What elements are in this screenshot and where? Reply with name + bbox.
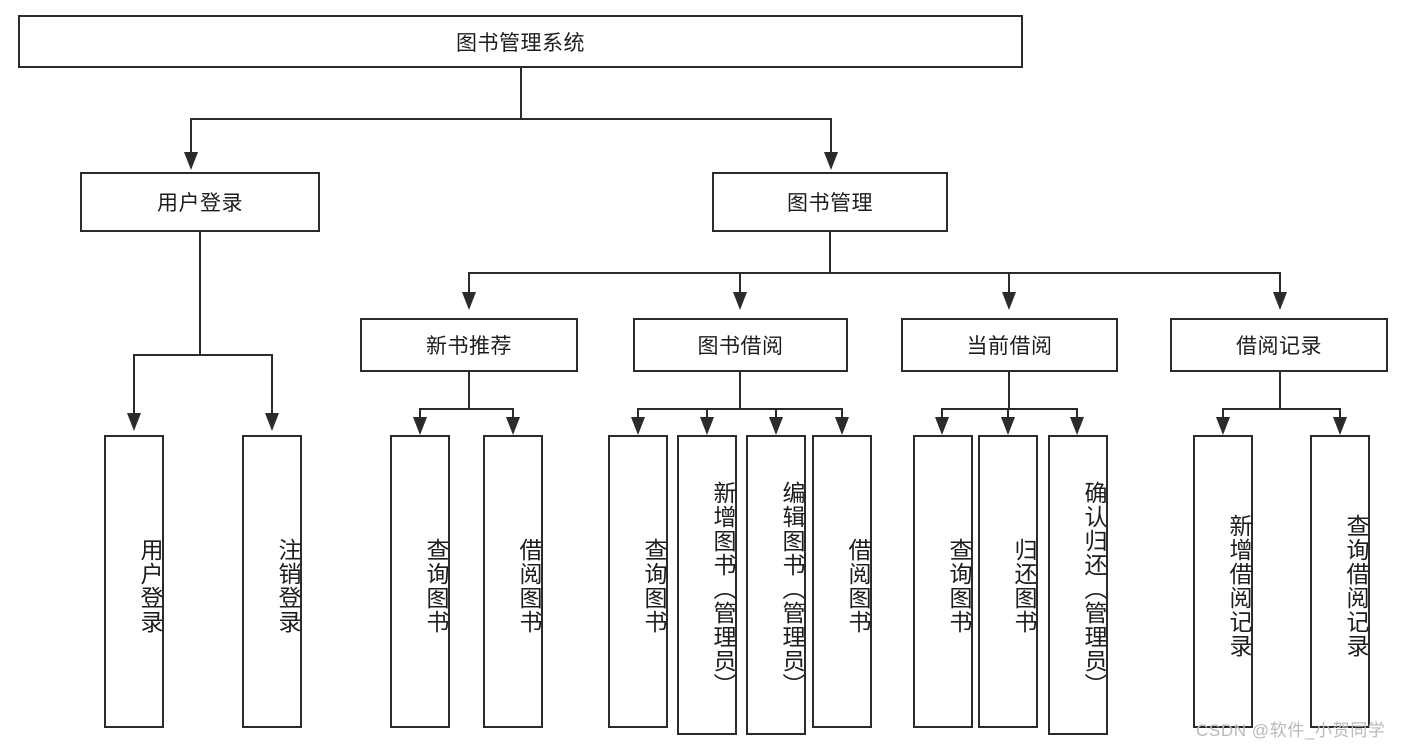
edge-bb-to-leaf-3 (775, 408, 777, 420)
arrow-bb-to-leaf-2 (700, 417, 714, 435)
edge-bm-to-borrow-record (1279, 272, 1281, 294)
node-label: 新书推荐 (426, 335, 512, 358)
node-current-borrow[interactable]: 当前借阅 (901, 318, 1118, 372)
node-label: 借阅图书 (516, 537, 542, 634)
arrow-bm-to-new-book-recommend (462, 292, 476, 310)
leaf-nbr-query-book[interactable]: 查询图书 (390, 435, 450, 728)
node-label: 查询图书 (423, 537, 449, 634)
edge-br-stem (1279, 372, 1281, 408)
edge-br-to-leaf-2 (1339, 408, 1341, 420)
edge-bb-to-leaf-2 (706, 408, 708, 420)
node-label: 借阅图书 (845, 537, 871, 634)
edge-bb-to-leaf-1 (637, 408, 639, 420)
node-label: 新增借阅记录 (1226, 513, 1252, 658)
edge-user-login-to-leaf-2 (271, 354, 273, 415)
node-label: 注销登录 (275, 537, 301, 634)
leaf-bb-edit-book-admin[interactable]: 编辑图书（管理员） (746, 435, 806, 735)
edge-br-to-leaf-1 (1222, 408, 1224, 420)
edge-bb-stem (739, 372, 741, 408)
node-label: 用户登录 (137, 537, 163, 634)
node-new-book-recommend[interactable]: 新书推荐 (360, 318, 578, 372)
arrow-bm-to-borrow-record (1273, 292, 1287, 310)
arrow-br-to-leaf-1 (1216, 417, 1230, 435)
node-label: 新增图书（管理员） (710, 481, 736, 697)
edge-root-to-user-login (190, 118, 192, 154)
edge-book-management-bus (468, 272, 1279, 274)
arrow-bb-to-leaf-3 (769, 417, 783, 435)
arrow-user-login-to-leaf-2 (265, 413, 279, 431)
arrow-cb-to-leaf-1 (935, 417, 949, 435)
leaf-cb-confirm-return-admin[interactable]: 确认归还（管理员） (1048, 435, 1108, 735)
node-book-management[interactable]: 图书管理 (712, 172, 948, 232)
node-label: 编辑图书（管理员） (779, 481, 805, 697)
arrow-root-to-user-login (184, 152, 198, 170)
node-label: 归还图书 (1011, 537, 1037, 634)
node-label: 用户登录 (157, 192, 243, 215)
leaf-bb-add-book-admin[interactable]: 新增图书（管理员） (677, 435, 737, 735)
arrow-user-login-to-leaf-1 (127, 413, 141, 431)
node-label: 查询借阅记录 (1343, 513, 1369, 658)
arrow-nbr-to-leaf-1 (413, 417, 427, 435)
node-root-book-management-system[interactable]: 图书管理系统 (18, 15, 1023, 68)
edge-bb-bus (637, 408, 842, 410)
node-label: 确认归还（管理员） (1081, 481, 1107, 697)
arrow-cb-to-leaf-3 (1070, 417, 1084, 435)
csdn-watermark: CSDN @软件_小贺同学 (1196, 721, 1386, 740)
node-book-borrow[interactable]: 图书借阅 (633, 318, 848, 372)
arrow-bb-to-leaf-4 (835, 417, 849, 435)
edge-root-stem (520, 68, 522, 118)
leaf-cb-return-book[interactable]: 归还图书 (978, 435, 1038, 728)
edge-nbr-stem (468, 372, 470, 408)
leaf-nbr-borrow-book[interactable]: 借阅图书 (483, 435, 543, 728)
node-label: 图书管理系统 (456, 31, 585, 55)
edge-cb-stem (1008, 372, 1010, 408)
arrow-bm-to-current-borrow (1002, 292, 1016, 310)
node-label: 查询图书 (641, 537, 667, 634)
edge-nbr-to-leaf-2 (512, 408, 514, 420)
edge-user-login-bus (133, 354, 271, 356)
arrow-bm-to-book-borrow (733, 292, 747, 310)
edge-br-bus (1222, 408, 1340, 410)
leaf-bb-query-book[interactable]: 查询图书 (608, 435, 668, 728)
edge-cb-bus (941, 408, 1077, 410)
edge-bm-to-current-borrow (1008, 272, 1010, 294)
edge-root-to-book-management (830, 118, 832, 154)
edge-cb-to-leaf-3 (1076, 408, 1078, 420)
node-borrow-record[interactable]: 借阅记录 (1170, 318, 1388, 372)
leaf-br-add-record[interactable]: 新增借阅记录 (1193, 435, 1253, 728)
edge-nbr-bus (419, 408, 514, 410)
edge-user-login-stem (199, 232, 201, 354)
arrow-root-to-book-management (824, 152, 838, 170)
edge-cb-to-leaf-1 (941, 408, 943, 420)
leaf-user-login-login[interactable]: 用户登录 (104, 435, 164, 728)
edge-user-login-to-leaf-1 (133, 354, 135, 415)
arrow-br-to-leaf-2 (1333, 417, 1347, 435)
edge-bm-to-new-book-recommend (468, 272, 470, 294)
node-label: 图书借阅 (697, 335, 784, 358)
edge-bb-to-leaf-4 (841, 408, 843, 420)
node-label: 图书管理 (787, 192, 873, 215)
edge-bm-to-book-borrow (739, 272, 741, 294)
arrow-bb-to-leaf-1 (631, 417, 645, 435)
edge-cb-to-leaf-2 (1007, 408, 1009, 420)
arrow-nbr-to-leaf-2 (506, 417, 520, 435)
leaf-cb-query-book[interactable]: 查询图书 (913, 435, 973, 728)
edge-root-bus (190, 118, 832, 120)
arrow-cb-to-leaf-2 (1001, 417, 1015, 435)
node-label: 借阅记录 (1236, 335, 1322, 358)
node-user-login[interactable]: 用户登录 (80, 172, 320, 232)
edge-nbr-to-leaf-1 (419, 408, 421, 420)
leaf-br-query-record[interactable]: 查询借阅记录 (1310, 435, 1370, 728)
node-label: 查询图书 (946, 537, 972, 634)
node-label: 当前借阅 (966, 335, 1053, 358)
leaf-user-login-logout[interactable]: 注销登录 (242, 435, 302, 728)
leaf-bb-borrow-book[interactable]: 借阅图书 (812, 435, 872, 728)
edge-book-management-stem (829, 232, 831, 272)
